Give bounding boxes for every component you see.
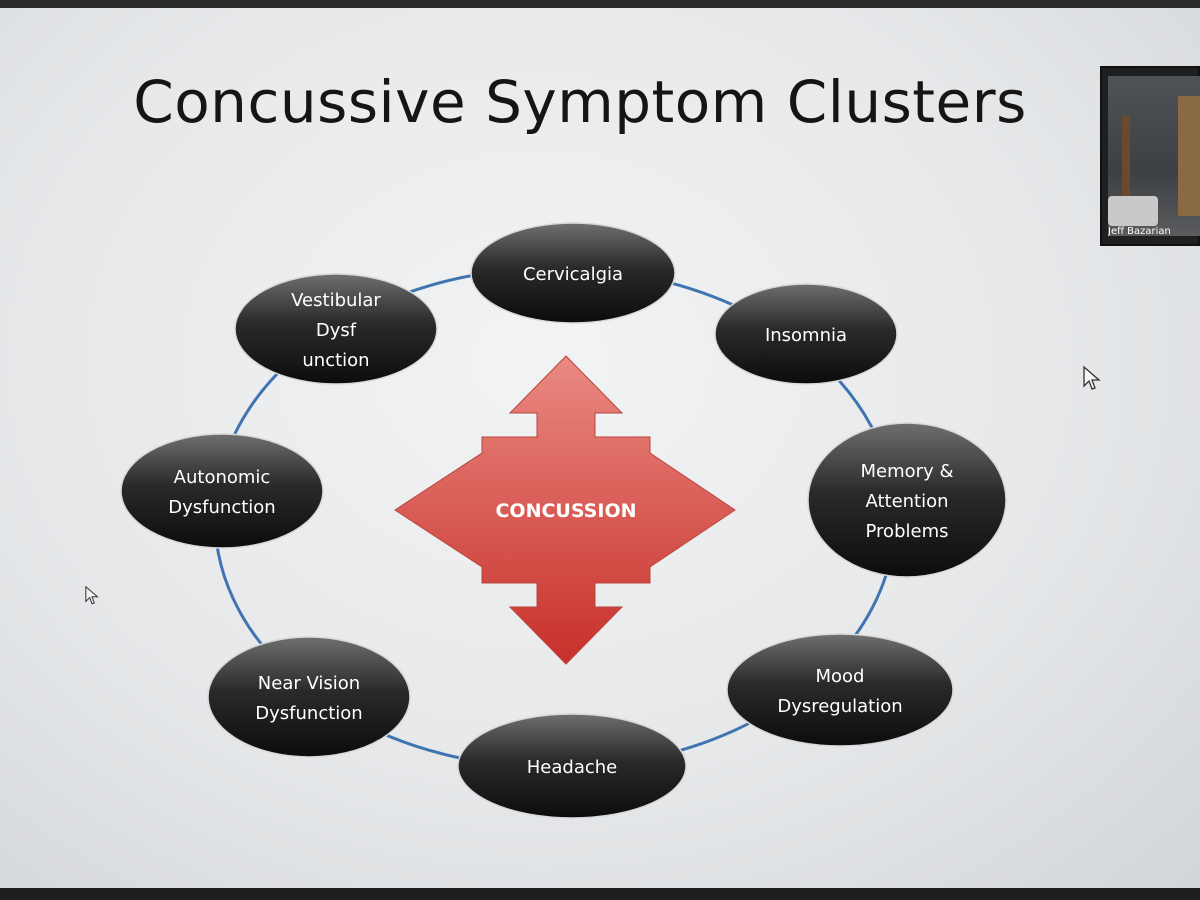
node-label-mood-0: Mood: [816, 666, 865, 687]
node-label-vestibular-2: unction: [302, 350, 369, 371]
node-insomnia: Insomnia: [714, 283, 898, 385]
node-ellipse-cervicalgia: [470, 222, 676, 324]
screen-bezel: [0, 888, 1200, 900]
node-ellipse-near-vision: [207, 636, 411, 758]
node-label-headache-0: Headache: [527, 757, 617, 778]
node-label-autonomic-1: Dysfunction: [168, 497, 275, 518]
node-label-insomnia-0: Insomnia: [765, 325, 847, 346]
node-label-vestibular-0: Vestibular: [291, 290, 381, 311]
concussion-cross-arrow: [394, 355, 736, 665]
node-ellipse-mood: [726, 633, 954, 747]
mouse-cursor-icon: [1083, 366, 1101, 390]
node-ellipse-insomnia: [714, 283, 898, 385]
concussion-label: CONCUSSION: [495, 500, 636, 522]
node-label-autonomic-0: Autonomic: [174, 467, 271, 488]
node-label-near-vision-0: Near Vision: [258, 673, 360, 694]
node-label-memory-0: Memory &: [861, 461, 954, 482]
mouse-cursor-icon-2: [85, 586, 99, 605]
node-ellipse-headache: [457, 713, 687, 819]
slide-screen: Concussive Symptom Clusters CONCUSSION C…: [0, 8, 1200, 893]
node-label-cervicalgia-0: Cervicalgia: [523, 264, 623, 285]
node-cervicalgia: Cervicalgia: [470, 222, 676, 324]
node-label-memory-1: Attention: [865, 491, 948, 512]
node-label-mood-1: Dysregulation: [777, 696, 902, 717]
node-headache: Headache: [457, 713, 687, 819]
node-label-memory-2: Problems: [866, 521, 949, 542]
participant-name: Jeff Bazarian: [1108, 226, 1171, 237]
video-thumbnail[interactable]: Jeff Bazarian: [1100, 66, 1200, 246]
slide-title: Concussive Symptom Clusters: [133, 68, 1027, 136]
video-feed: [1108, 76, 1200, 236]
node-ellipse-memory: [807, 422, 1007, 578]
node-label-vestibular-1: Dysf: [316, 320, 357, 341]
node-label-near-vision-1: Dysfunction: [255, 703, 362, 724]
node-ellipse-vestibular: [234, 273, 438, 385]
node-ellipse-autonomic: [120, 433, 324, 549]
